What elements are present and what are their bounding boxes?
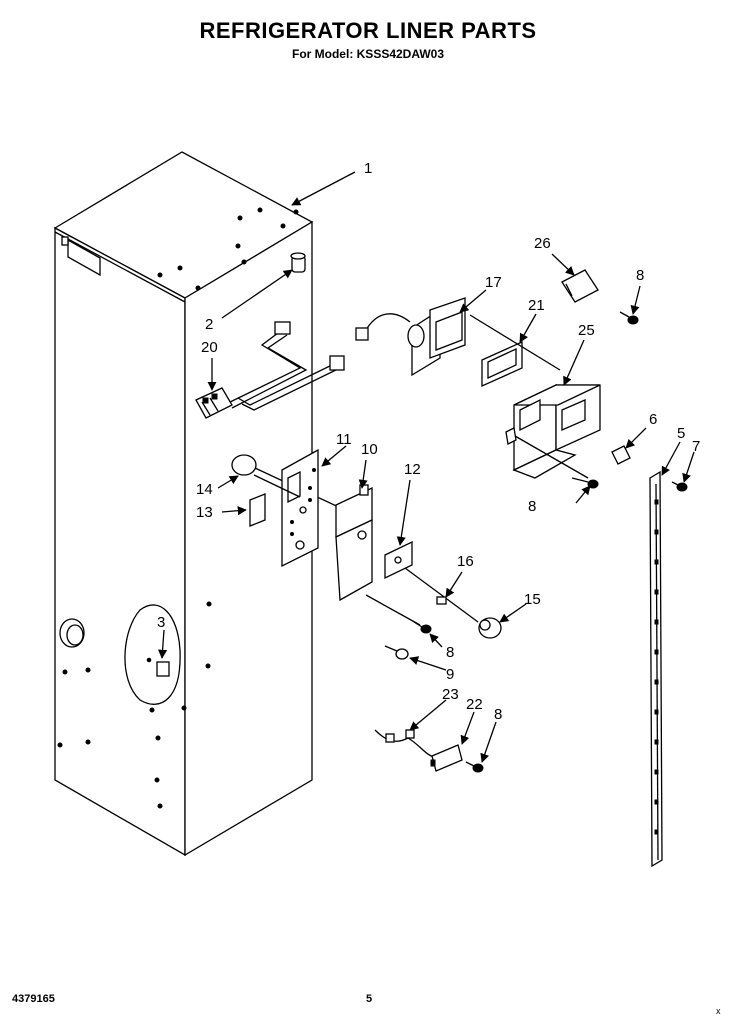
callout-1: 1 xyxy=(364,160,372,177)
page-number: 5 xyxy=(366,993,373,1005)
part-12-plate xyxy=(384,540,479,623)
callout-25: 25 xyxy=(578,322,595,339)
part-5-rail xyxy=(649,470,663,868)
part-22-switch xyxy=(430,744,463,772)
document-number: 4379165 xyxy=(12,993,55,1005)
callout-17: 17 xyxy=(485,274,502,291)
part-9-fastener xyxy=(384,645,409,660)
callout-8-mid: 8 xyxy=(528,498,536,515)
part-10-mount-bracket xyxy=(335,484,421,626)
part-20-wire-harness xyxy=(195,321,345,419)
rail-slots xyxy=(654,499,659,835)
callout-2: 2 xyxy=(205,316,213,333)
callout-21: 21 xyxy=(528,297,545,314)
guide-lines xyxy=(253,314,589,498)
callout-8-bottom: 8 xyxy=(494,706,502,723)
part-8-screw-a xyxy=(413,621,432,634)
callout-labels: 1 2 20 17 21 26 8 25 6 5 7 11 10 12 14 1… xyxy=(157,160,700,723)
part-23-wire xyxy=(374,729,437,759)
callout-15: 15 xyxy=(524,591,541,608)
part-8-screw-b xyxy=(619,311,639,325)
part-15-knob xyxy=(478,617,502,639)
part-21-gasket xyxy=(481,340,523,388)
callout-14: 14 xyxy=(196,481,213,498)
part-6-clip xyxy=(611,445,631,465)
callout-7: 7 xyxy=(692,438,700,455)
callout-5: 5 xyxy=(677,425,685,442)
corner-mark: x xyxy=(716,1006,721,1016)
callout-22: 22 xyxy=(466,696,483,713)
callout-leaders xyxy=(158,171,695,763)
callout-8-lower: 8 xyxy=(446,644,454,661)
part-7-screw xyxy=(671,481,688,492)
callout-3: 3 xyxy=(157,614,165,631)
page-title: REFRIGERATOR LINER PARTS xyxy=(199,18,537,43)
liner-cabinet xyxy=(53,151,314,857)
cabinet-holes xyxy=(57,207,299,809)
callout-11: 11 xyxy=(336,431,352,448)
part-13-label xyxy=(249,493,266,527)
callout-9: 9 xyxy=(446,666,454,683)
part-25-housing xyxy=(505,383,601,479)
part-8-screw-c xyxy=(571,477,599,489)
part-2-plug xyxy=(290,252,306,273)
model-subtitle: For Model: KSSS42DAW03 xyxy=(291,47,445,61)
part-26-socket xyxy=(561,269,599,303)
callout-13: 13 xyxy=(196,504,213,521)
callout-20: 20 xyxy=(201,339,218,356)
part-11-bracket xyxy=(281,448,319,568)
callout-6: 6 xyxy=(649,411,657,428)
callout-16: 16 xyxy=(457,553,474,570)
callout-26: 26 xyxy=(534,235,551,252)
part-16-clip xyxy=(436,596,447,605)
callout-8-top: 8 xyxy=(636,267,644,284)
callout-10: 10 xyxy=(361,441,378,458)
part-17-housing xyxy=(355,297,466,377)
callout-12: 12 xyxy=(404,461,421,478)
part-3-clip xyxy=(124,604,181,705)
callout-23: 23 xyxy=(442,686,459,703)
part-8-screw-d xyxy=(465,761,484,773)
